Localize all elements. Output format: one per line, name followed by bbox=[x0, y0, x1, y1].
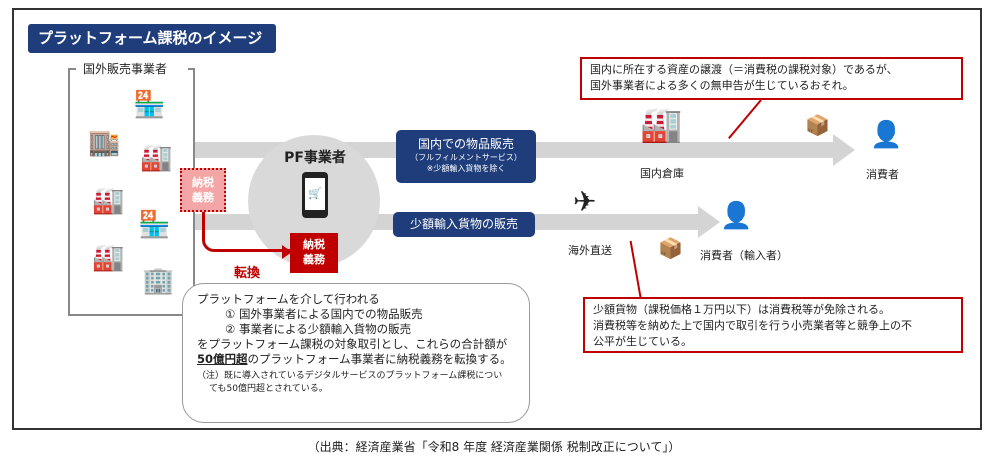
bubble-note: ても50億円超とされている。 bbox=[209, 384, 328, 394]
consumer-importer-icon: 👤 bbox=[720, 201, 753, 231]
warehouse-label: 国内倉庫 bbox=[640, 167, 684, 180]
domestic-sales-title: 国内での物品販売 bbox=[417, 137, 514, 151]
note-line: 国外事業者による多くの無申告が生じているおそれ。 bbox=[590, 79, 854, 92]
small-import-sales-box: 少額輸入貨物の販売 bbox=[393, 212, 535, 237]
consumer-importer-label: 消費者（輸入者） bbox=[700, 249, 788, 262]
foreign-sellers-box bbox=[68, 68, 195, 316]
tax-duty-pf: 納税義務 bbox=[290, 233, 338, 273]
threshold-text: 50億円超 bbox=[197, 352, 248, 366]
source-caption: （出典：経済産業省「令和8 年度 経済産業関係 税制改正について」） bbox=[307, 440, 681, 454]
note-line: 国内に所在する資産の譲渡（＝消費税の課税対象）であるが、 bbox=[590, 63, 898, 76]
diagram-frame bbox=[12, 8, 982, 430]
smartphone-cart-icon: 🛒 bbox=[302, 172, 328, 218]
arrowhead bbox=[698, 206, 720, 238]
direct-ship-label: 海外直送 bbox=[568, 244, 612, 257]
diagram-title: プラットフォーム課税のイメージ bbox=[28, 24, 276, 53]
factory-icon: 🏭 bbox=[140, 143, 173, 173]
consumer-icon: 👤 bbox=[870, 120, 903, 150]
bubble-item: ② 事業者による少額輸入貨物の販売 bbox=[225, 322, 412, 336]
consumer-label: 消費者 bbox=[866, 168, 899, 181]
bubble-text: 50億円超のプラットフォーム事業者に納税義務を転換する。 bbox=[197, 352, 515, 367]
domestic-sales-sub: （フルフィルメントサービス） bbox=[410, 153, 522, 162]
tax-duty-text: 納税 bbox=[192, 176, 214, 189]
store-icon: 🏪 bbox=[138, 210, 171, 240]
store-icon: 🏪 bbox=[133, 90, 166, 120]
package-icon: 📦 bbox=[805, 113, 830, 137]
tax-duty-text: 義務 bbox=[303, 253, 325, 266]
pf-operator-label: PF事業者 bbox=[284, 150, 346, 166]
explanation-bubble: プラットフォームを介して行われる ① 国外事業者による国内での物品販売 ② 事業… bbox=[182, 283, 530, 423]
domestic-sales-note: ※少額輸入貨物を除く bbox=[426, 164, 506, 173]
foreign-sellers-label: 国外販売事業者 bbox=[80, 60, 171, 77]
note-line: 消費税等を納めた上で国内で取引を行う小売業者等と競争上の不 bbox=[593, 319, 912, 332]
building-icon: 🏢 bbox=[142, 266, 175, 296]
arrowhead bbox=[833, 134, 855, 166]
note-top-box: 国内に所在する資産の譲渡（＝消費税の課税対象）であるが、国外事業者による多くの無… bbox=[580, 57, 963, 100]
domestic-sales-box: 国内での物品販売 （フルフィルメントサービス） ※少額輸入貨物を除く bbox=[396, 130, 536, 183]
factory-icon: 🏭 bbox=[92, 243, 125, 273]
conversion-label: 転換 bbox=[234, 266, 261, 281]
airplane-icon: ✈ bbox=[573, 185, 597, 218]
note-bottom-box: 少額貨物（課税価格１万円以下）は消費税等が免除される。消費税等を納めた上で国内で… bbox=[583, 297, 963, 353]
package-icon: 📦 bbox=[658, 236, 683, 260]
tax-duty-original: 納税義務 bbox=[180, 168, 226, 212]
tax-duty-text: 納税 bbox=[303, 238, 325, 251]
bubble-note: （注）既に導入されているデジタルサービスのプラットフォーム課税につい bbox=[197, 371, 503, 381]
tax-duty-text: 義務 bbox=[192, 191, 214, 204]
warehouse-icon: 🏭 bbox=[640, 105, 683, 145]
conversion-arrow bbox=[202, 212, 290, 252]
bubble-text: をプラットフォーム課税の対象取引とし、これらの合計額が bbox=[197, 337, 508, 351]
bubble-text: のプラットフォーム事業者に納税義務を転換する。 bbox=[247, 352, 512, 366]
factory-icon: 🏭 bbox=[92, 186, 125, 216]
bubble-text: プラットフォームを介して行われる bbox=[197, 292, 380, 306]
store-icon: 🏬 bbox=[88, 128, 121, 158]
arrowhead bbox=[282, 245, 292, 259]
bubble-item: ① 国外事業者による国内での物品販売 bbox=[225, 307, 423, 321]
divider bbox=[188, 68, 195, 70]
divider bbox=[68, 68, 76, 70]
note-line: 公平が生じている。 bbox=[593, 335, 692, 348]
note-line: 少額貨物（課税価格１万円以下）は消費税等が免除される。 bbox=[593, 303, 890, 316]
